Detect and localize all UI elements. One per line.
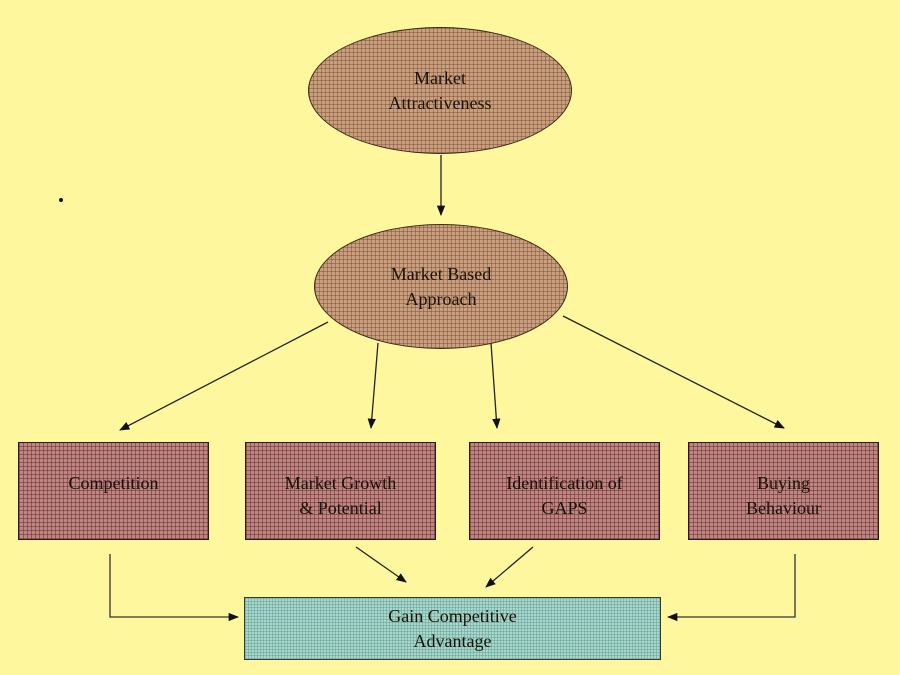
node-identification-of-gaps: Identification of GAPS (469, 442, 660, 540)
node-label: Competition (68, 473, 159, 493)
node-market-based-approach: Market Based Approach (314, 224, 568, 349)
node-buying-behaviour: Buying Behaviour (688, 442, 879, 540)
node-label: Buying Behaviour (746, 473, 821, 518)
arrow-approach-to-gaps (490, 342, 501, 430)
node-gain-competitive-advantage: Gain Competitive Advantage (244, 597, 661, 660)
arrow-market-growth-to-advantage (355, 546, 407, 583)
node-competition: Competition (18, 442, 209, 540)
node-market-growth-potential: Market Growth & Potential (245, 442, 436, 540)
bullet-dot (59, 198, 63, 202)
arrow-buying-behaviour-to-advantage (666, 554, 796, 622)
arrow-approach-to-buying-behaviour (562, 315, 785, 429)
node-label: Market Growth & Potential (284, 473, 397, 518)
node-market-attractiveness: Market Attractiveness (308, 27, 572, 154)
arrow-gaps-to-advantage (485, 546, 534, 588)
node-label: Market Based Approach (390, 263, 492, 309)
node-label: Market Attractiveness (388, 67, 492, 113)
node-label: Identification of GAPS (506, 473, 623, 518)
node-label: Gain Competitive Advantage (388, 605, 517, 651)
arrow-approach-to-market-growth (367, 342, 379, 430)
arrow-approach-to-competition (119, 321, 329, 431)
arrow-competition-to-advantage (109, 554, 240, 622)
